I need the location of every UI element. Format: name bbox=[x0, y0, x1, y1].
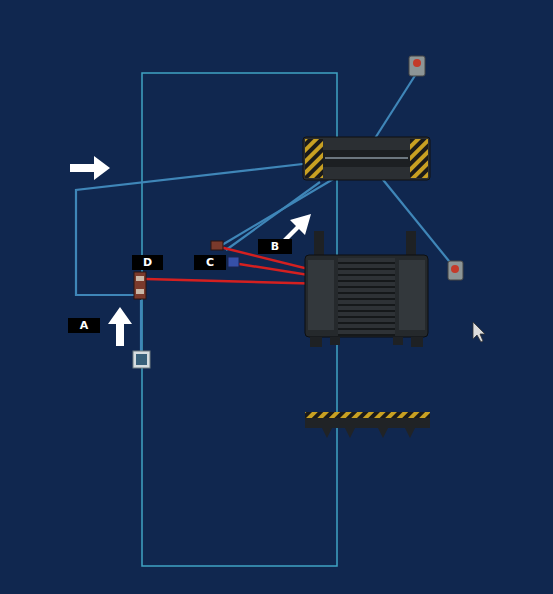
callout-letter: C bbox=[194, 255, 226, 270]
pointer-arrows bbox=[70, 156, 311, 346]
engine bbox=[305, 231, 428, 347]
mouse-cursor bbox=[473, 322, 485, 342]
relay bbox=[134, 272, 146, 299]
pipe-component bbox=[303, 137, 430, 180]
terminal bbox=[133, 351, 150, 368]
callout-letter: B bbox=[258, 239, 292, 254]
callout-letter: D bbox=[132, 255, 163, 270]
rail bbox=[305, 412, 430, 438]
button bbox=[409, 56, 425, 76]
button bbox=[448, 261, 463, 280]
wires bbox=[76, 74, 453, 352]
callout-letter: A bbox=[68, 318, 100, 333]
